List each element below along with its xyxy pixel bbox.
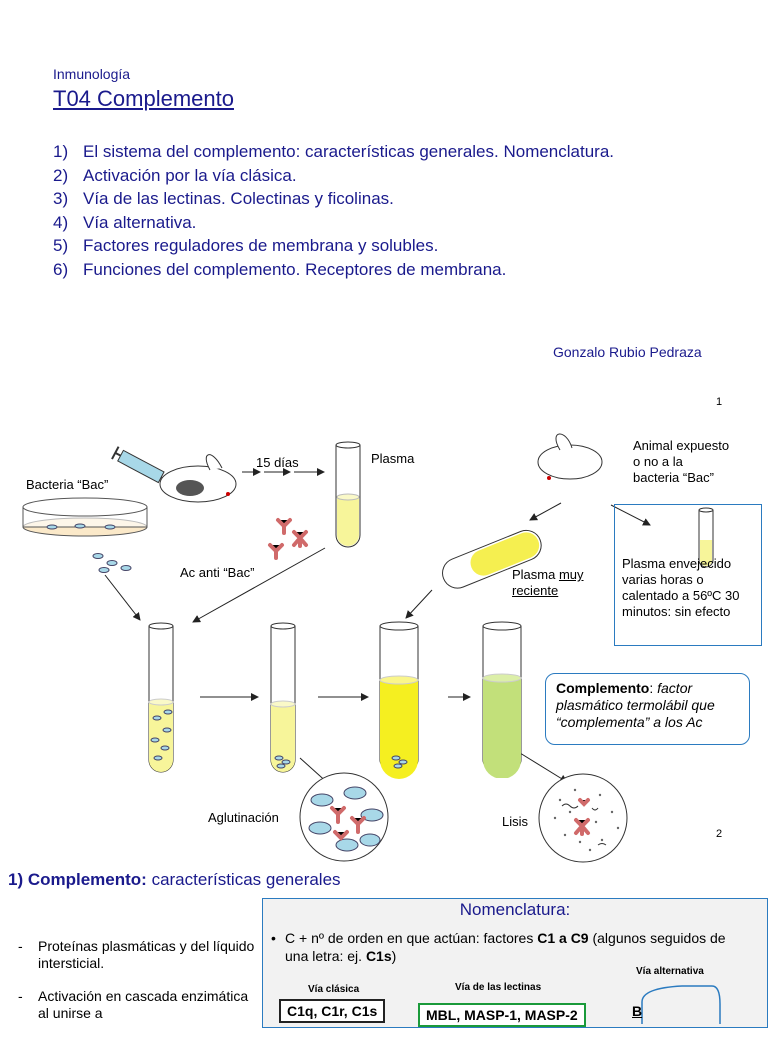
topic-item: 4) Vía alternativa. [53,211,614,235]
classic-path-label: Vía clásica [308,984,360,995]
topic-number: 6) [53,259,69,279]
complement-term: Complemento [556,680,650,696]
bacteria-label: Bacteria “Bac” [26,477,109,492]
animal-label-line: bacteria “Bac” [633,470,714,485]
bullet-dot-icon: • [271,930,276,946]
rabbit-icon [159,454,237,503]
lysis-label: Lisis [502,814,529,829]
topic-number: 1) [53,142,69,161]
topic-number: 5) [53,236,69,255]
complement-experiment-diagram [22,433,714,863]
old-plasma-box [614,504,762,646]
page-title: T04 Complemento [53,86,234,111]
topic-list: 1) El sistema del complemento: caracterís… [53,140,614,281]
course-name: Inmunología [53,66,131,82]
recent-plasma-label: Plasma muy reciente [512,567,584,599]
complement-definition: factor plasmático termolábil que “comple… [556,680,715,730]
topic-item: 6) Funciones del complemento. Receptores … [53,258,614,282]
topic-text: El sistema del complemento: característi… [83,142,615,161]
list-item: Activación en cascada enzimática al unir… [18,988,258,1022]
alternative-factor: B [632,1003,643,1019]
topic-item: 3) Vía de las lectinas. Colectinas y fico… [53,187,614,211]
animal-label-line: o no a la [633,454,683,469]
section-subtitle: características generales [146,870,341,889]
topic-number: 3) [53,189,69,208]
test-tube-icon [482,621,522,778]
topic-number: 4) [53,212,69,232]
bacteria-icon [92,553,132,573]
page-number: 1 [716,396,723,408]
animal-label-line: Animal expuesto [633,438,730,453]
alternative-path-label: Vía alternativa [636,966,704,977]
test-tube-icon [379,621,419,779]
topic-text: Activación por la vía clásica. [83,165,297,185]
days-label: 15 días [256,455,299,470]
antibody-icon [268,518,308,560]
page-number: 2 [716,828,723,840]
agglutination-zoom-icon [299,772,389,862]
recent-plasma-emphasis: reciente [512,583,559,598]
topic-item: 2) Activación por la vía clásica. [53,164,614,188]
lysis-zoom-icon [538,773,628,863]
nomenclature-emphasis: C1s [365,948,392,964]
animal-label: Animal expuesto o no a la bacteria “Bac” [633,438,729,486]
recent-plasma-prefix: Plasma [512,567,559,582]
list-item: Proteínas plasmáticas y del líquido inte… [18,938,258,972]
plasma-tube-icon [335,441,361,548]
topic-text: Vía de las lectinas. Colectinas y ficoli… [83,189,394,208]
plasma-tube-icon [442,529,542,589]
lectin-path-label: Vía de las lectinas [455,982,542,993]
plasma-label: Plasma [371,451,415,466]
topic-item: 1) El sistema del complemento: caracterís… [53,140,614,164]
nomenclature-title: Nomenclatura: [459,900,571,919]
nomenclature-rule: • C + nº de orden en que actúan: factore… [271,929,745,965]
feature-list: Proteínas plasmáticas y del líquido inte… [18,938,258,1038]
test-tube-icon [270,622,296,773]
nomenclature-text: (algunos seguidos de una letra: ej. [285,930,726,964]
nomenclature-emphasis: C1 a C9 [537,930,589,946]
alternative-bracket [641,985,721,1024]
complement-colon: : [649,680,658,696]
antibody-label: Ac anti “Bac” [180,565,255,580]
lectin-factors: MBL, MASP-1, MASP-2 [418,1003,586,1027]
section-number-title: 1) Complemento: [8,870,147,889]
nomenclature-text: ) [391,948,397,964]
old-plasma-label: Plasma envejecido varias horas o calenta… [622,556,740,619]
topic-text: Funciones del complemento. Receptores de… [83,259,507,279]
old-plasma-tube-icon [698,507,714,568]
author-name: Gonzalo Rubio Pedraza [553,344,702,360]
agglutination-label: Aglutinación [208,810,279,825]
rabbit-icon [537,433,603,480]
classic-factors: C1q, C1r, C1s [279,999,386,1023]
petri-dish-icon [22,497,148,537]
topic-number: 2) [53,165,69,185]
recent-plasma-emphasis: muy [558,567,584,582]
section-heading: 1) Complemento: características generale… [8,870,341,890]
topic-text: Vía alternativa. [83,212,197,232]
test-tube-icon [148,622,174,773]
topic-text: Factores reguladores de membrana y solub… [83,236,439,255]
nomenclature-text: C + nº de orden en que actúan: factores [285,930,538,946]
topic-item: 5) Factores reguladores de membrana y sol… [53,234,614,258]
complement-definition-box: Complemento: factor plasmático termolábi… [545,673,750,745]
